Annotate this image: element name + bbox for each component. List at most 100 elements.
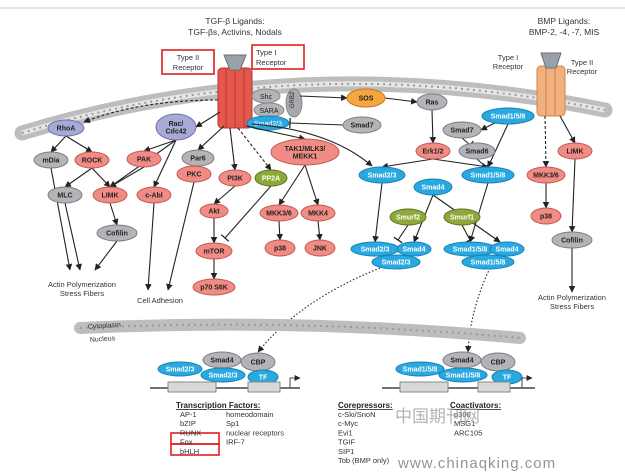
type-ii-receptor-right-label: Type II Receptor	[567, 58, 598, 76]
svg-text:Cdc42: Cdc42	[165, 128, 186, 135]
svg-text:GRB2: GRB2	[290, 91, 296, 108]
node-mtor: mTOR	[195, 242, 233, 260]
svg-text:Shc: Shc	[260, 94, 273, 101]
svg-text:Coactivators:: Coactivators:	[450, 401, 501, 410]
node-complex-right-a: Smad1/5/8	[443, 241, 497, 257]
node-cofilin-left: Cofilin	[96, 224, 138, 242]
tgf-receptor-complex	[217, 54, 253, 129]
node-complex-right-b: Smad4	[489, 241, 525, 257]
svg-text:Receptor: Receptor	[173, 63, 204, 72]
type-i-receptor-left-label: Type I Receptor	[251, 44, 305, 70]
svg-text:Smad2/3: Smad2/3	[368, 173, 397, 180]
actin-right-output: Actin Polymerization Stress Fibers	[538, 293, 606, 311]
node-erk: Erk1/2	[415, 142, 451, 160]
svg-text:Type II: Type II	[177, 53, 200, 62]
node-ras: Ras	[416, 93, 448, 111]
svg-text:Smad7: Smad7	[351, 123, 374, 130]
type-ii-receptor-left-label: Type II Receptor	[161, 49, 215, 75]
node-smurf1: Smurf1	[443, 208, 481, 226]
svg-text:Smad6: Smad6	[466, 149, 489, 156]
corepressors-list: Corepressors: c-Ski/SnoNc-MycEvi1TGIFSIP…	[338, 401, 393, 465]
svg-text:中国期刊网: 中国期刊网	[395, 407, 480, 426]
svg-text:TGF-β Ligands:: TGF-β Ligands:	[205, 16, 264, 26]
coactivator-item-1: MSG1	[454, 419, 475, 428]
node-rac: Rac/Cdc42	[155, 113, 197, 141]
svg-text:CBP: CBP	[251, 360, 266, 367]
node-p38-left: p38	[264, 239, 296, 257]
transcription-factors-list: Transcription Factors: AP-1bZIPRUNXFoxbH…	[176, 401, 284, 456]
svg-text:Smad2/3: Smad2/3	[254, 121, 282, 128]
svg-text:Actin Polymerization: Actin Polymerization	[48, 280, 116, 289]
node-smad158-mid: Smad1/5/8	[461, 166, 515, 184]
svg-text:PP2A: PP2A	[262, 176, 280, 183]
node-rock: ROCK	[74, 151, 110, 169]
svg-text:Actin Polymerization: Actin Polymerization	[538, 293, 606, 302]
tf-item-1: bZIP	[180, 419, 196, 428]
nucleus-label: Nucleus	[90, 335, 116, 344]
tf-item-4: bHLH	[180, 447, 199, 456]
svg-text:CBP: CBP	[491, 360, 506, 367]
svg-text:PKC: PKC	[187, 172, 202, 179]
nuclear-membrane	[74, 318, 526, 344]
nuclear-left-smad23-a: Smad2/3	[157, 361, 203, 377]
svg-text:Ras: Ras	[426, 100, 439, 107]
nuclear-left-cbp: CBP	[240, 352, 276, 372]
membrane-adaptor-complex: Shc SARA Smad2/3 GRB2	[246, 88, 303, 131]
node-smad4-mid: Smad4	[413, 178, 453, 196]
svg-text:Smad2/3: Smad2/3	[382, 260, 411, 267]
nuclear-left-smad4: Smad4	[202, 351, 242, 369]
type-i-receptor-right-label: Type I Receptor	[493, 53, 524, 71]
node-complex-left-b: Smad4	[396, 241, 432, 257]
svg-text:SARA: SARA	[259, 108, 278, 115]
svg-text:p38: p38	[540, 214, 552, 221]
corepressor-item-4: SIP1	[338, 447, 354, 456]
node-akt: Akt	[199, 203, 229, 219]
svg-text:Cofilin: Cofilin	[106, 231, 128, 238]
svg-text:TF: TF	[259, 375, 268, 382]
svg-text:Receptor: Receptor	[493, 62, 524, 71]
svg-text:www.chinaqking.com: www.chinaqking.com	[397, 455, 556, 472]
svg-text:BMP-2, -4, -7, MIS: BMP-2, -4, -7, MIS	[529, 27, 600, 37]
svg-text:Smad1/5/8: Smad1/5/8	[453, 247, 488, 254]
nuclear-left-smad23-b: Smad2/3	[200, 367, 246, 383]
node-mkk36-left: MKK3/6	[259, 204, 299, 222]
tf-item-0: AP-1	[180, 410, 197, 419]
node-complex-left-c: Smad2/3	[371, 254, 421, 270]
nuclear-right-smad158-a: Smad1/5/8	[395, 361, 445, 377]
svg-text:Type II: Type II	[571, 58, 594, 67]
actin-left-output: Actin Polymerization Stress Fibers	[48, 280, 116, 298]
svg-text:p38: p38	[274, 246, 286, 253]
svg-text:TAK1/MLK3/: TAK1/MLK3/	[285, 146, 326, 153]
svg-text:Stress Fibers: Stress Fibers	[550, 302, 594, 311]
svg-text:Type I: Type I	[498, 53, 518, 62]
svg-text:Smad4: Smad4	[451, 358, 474, 365]
svg-text:Smad1/5/8: Smad1/5/8	[471, 173, 506, 180]
node-pi3k: PI3K	[218, 169, 252, 187]
node-complex-left-a: Smad2/3	[350, 241, 400, 257]
svg-text:Par6: Par6	[190, 156, 205, 163]
svg-text:LIMK: LIMK	[566, 149, 583, 156]
dna-left	[150, 375, 301, 393]
node-complex-right-c: Smad1/5/8	[461, 254, 515, 270]
svg-text:mTOR: mTOR	[204, 249, 225, 256]
svg-text:Corepressors:: Corepressors:	[338, 401, 393, 410]
tf-item-2: RUNX	[180, 428, 201, 437]
svg-text:Stress Fibers: Stress Fibers	[60, 289, 104, 298]
nuclear-right-smad4: Smad4	[442, 351, 482, 369]
svg-text:Smad1/5/8: Smad1/5/8	[446, 373, 481, 380]
svg-text:Smurf2: Smurf2	[396, 215, 420, 222]
svg-text:c-Abl: c-Abl	[145, 193, 163, 200]
svg-text:RhoA: RhoA	[57, 126, 76, 133]
tgf-ligands-label: TGF-β Ligands: TGF-βs, Activins, Nodals	[188, 16, 282, 37]
svg-text:MKK3/6: MKK3/6	[266, 211, 292, 218]
node-cofilin-right: Cofilin	[551, 231, 593, 249]
node-par6: Par6	[181, 149, 215, 167]
svg-text:MLC: MLC	[57, 193, 72, 200]
svg-text:Smad1/5/8: Smad1/5/8	[471, 260, 506, 267]
svg-text:SOS: SOS	[359, 96, 374, 103]
node-mkk36-right: MKK3/6	[526, 166, 566, 184]
svg-text:p70 S6K: p70 S6K	[200, 285, 228, 292]
svg-text:Transcription Factors:: Transcription Factors:	[176, 401, 260, 410]
svg-text:Smad4: Smad4	[496, 247, 519, 254]
